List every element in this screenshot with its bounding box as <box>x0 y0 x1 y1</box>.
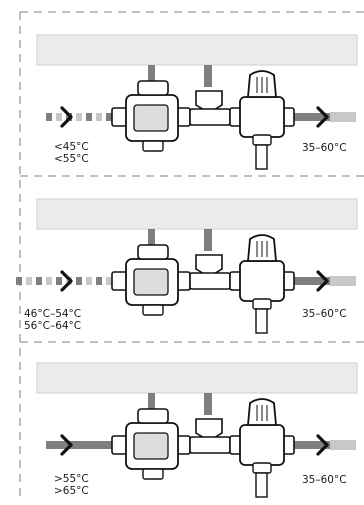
valve-bottom-cap <box>142 468 164 480</box>
panel-header-bar <box>36 34 358 66</box>
valve-top-cap <box>137 244 169 260</box>
inlet-pipe-dash <box>96 113 102 121</box>
inlet-pipe-dash <box>16 277 22 285</box>
inlet-pipe-dash <box>56 113 62 121</box>
inlet-pipe-dash <box>86 113 92 121</box>
valve-bottom-cap <box>142 140 164 152</box>
tee-fitting-top <box>195 254 223 276</box>
valve-window <box>133 104 169 132</box>
inlet-pipe-dash <box>76 113 82 121</box>
inlet-pipe-dash <box>46 113 52 121</box>
panel-2 <box>16 198 358 334</box>
inlet-pipe-dash <box>96 277 102 285</box>
riser-center <box>204 65 212 87</box>
panel-1-outlet-temp: 35–60°C <box>302 142 347 154</box>
panel-1-inlet-temp-2: <55°C <box>54 153 89 165</box>
panel-3-outlet-temp: 35–60°C <box>302 474 347 486</box>
valve-window <box>133 432 169 460</box>
panel-3 <box>36 362 358 498</box>
outlet-pipe <box>330 440 356 450</box>
panel-2-inlet-temp-1: 46°C–54°C <box>24 308 82 320</box>
thermostatic-valve-icon <box>239 96 285 138</box>
riser-left <box>148 65 155 95</box>
tee-fitting-top <box>195 418 223 440</box>
outlet-pipe <box>330 276 356 286</box>
arrow-right-icon <box>316 106 329 128</box>
tee-fitting-top <box>195 90 223 112</box>
valve-top-cap <box>137 408 169 424</box>
inlet-pipe-dash <box>26 277 32 285</box>
inlet-pipe-dash <box>76 277 82 285</box>
inlet-pipe-dash <box>56 277 62 285</box>
thermostatic-valve-icon <box>239 424 285 466</box>
outlet-pipe <box>330 112 356 122</box>
arrow-right-icon <box>60 106 73 128</box>
valve-top-cap <box>137 80 169 96</box>
arrow-right-icon <box>60 434 73 456</box>
inlet-pipe <box>46 441 118 449</box>
valve-bottom-cap <box>142 304 164 316</box>
riser-center <box>204 229 212 251</box>
panel-header-bar <box>36 198 358 230</box>
bypass-outlet-stub <box>255 308 268 334</box>
panel-3-inlet-temp-2: >65°C <box>54 485 89 497</box>
tee-fitting-body <box>189 436 231 454</box>
inlet-pipe-dash <box>36 277 42 285</box>
panel-2-inlet-temp-2: 56°C–64°C <box>24 320 82 332</box>
riser-center <box>204 393 212 415</box>
thermostat-bottom-nut <box>252 462 272 474</box>
thermostat-bottom-nut <box>252 134 272 146</box>
bypass-outlet-stub <box>255 472 268 498</box>
inlet-pipe-dash <box>46 277 52 285</box>
panel-header-bar <box>36 362 358 394</box>
thermostatic-valve-icon <box>239 260 285 302</box>
thermostat-bottom-nut <box>252 298 272 310</box>
valve-window <box>133 268 169 296</box>
arrow-right-icon <box>60 270 73 292</box>
riser-left <box>148 393 155 423</box>
panel-1-inlet-temp-1: <45°C <box>54 141 89 153</box>
panel-3-inlet-temp-1: >55°C <box>54 473 89 485</box>
tee-fitting-body <box>189 272 231 290</box>
arrow-right-icon <box>316 434 329 456</box>
arrow-right-icon <box>316 270 329 292</box>
tee-fitting-body <box>189 108 231 126</box>
inlet-pipe-dash <box>86 277 92 285</box>
bypass-outlet-stub <box>255 144 268 170</box>
inlet-pipe-dash <box>106 113 112 121</box>
inlet-pipe-dash <box>106 277 112 285</box>
panel-2-outlet-temp: 35–60°C <box>302 308 347 320</box>
panel-1 <box>36 34 358 170</box>
riser-left <box>148 229 155 259</box>
